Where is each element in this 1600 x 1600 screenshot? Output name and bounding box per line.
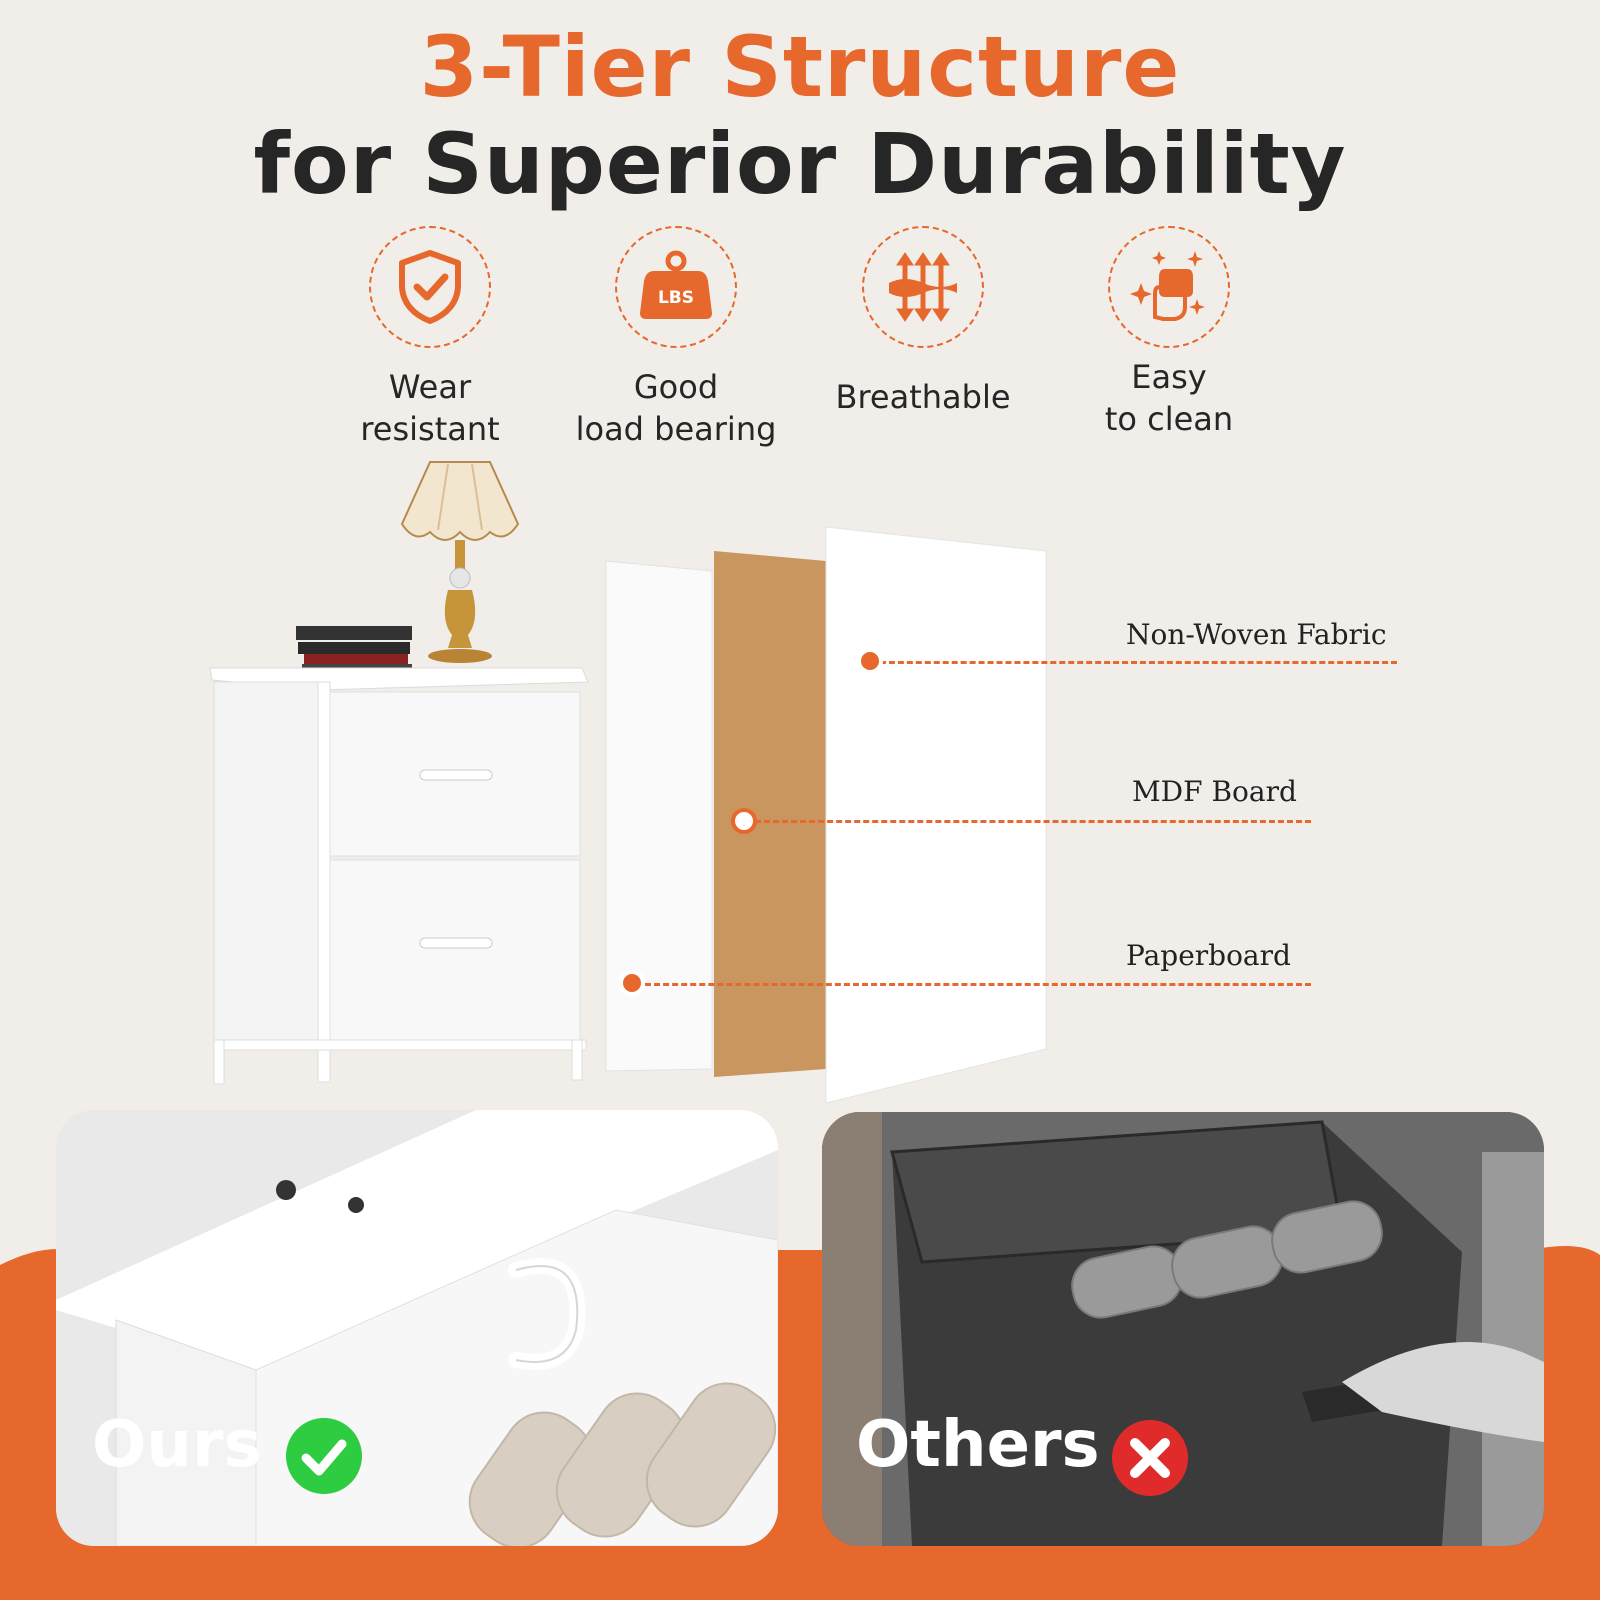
- shield-check-icon: [399, 250, 461, 324]
- ours-comparison-panel: Ours: [56, 1110, 778, 1546]
- nightstand-body: [209, 667, 589, 1085]
- feature-label: Wear resistant: [360, 368, 500, 448]
- title-line-1: 3-Tier Structure: [419, 18, 1181, 116]
- book-stack: [296, 626, 412, 672]
- feature-breathable: Breathable: [808, 226, 1038, 418]
- callout-dot-paperboard: [619, 970, 645, 996]
- feature-load-bearing: LBS Good load bearing: [561, 226, 791, 450]
- others-comparison-panel: Others: [822, 1112, 1544, 1546]
- callout-dot-fabric: [857, 648, 883, 674]
- layer-label-mdf-board: MDF Board: [1132, 775, 1297, 808]
- sparkle-hand-icon: [1130, 251, 1205, 321]
- others-label: Others: [856, 1408, 1100, 1482]
- icon-ring: [862, 226, 984, 348]
- icon-ring: [1108, 226, 1230, 348]
- callout-line-mdf: [755, 820, 1311, 823]
- ours-label: Ours: [92, 1408, 262, 1482]
- icon-ring: LBS: [615, 226, 737, 348]
- feature-easy-to-clean: Easy to clean: [1054, 226, 1284, 440]
- feature-wear-resistant: Wear resistant: [315, 226, 545, 450]
- layer-label-paperboard: Paperboard: [1126, 939, 1291, 972]
- ours-drawer-photo: [56, 1110, 778, 1546]
- feature-label: Good load bearing: [575, 368, 777, 448]
- non-woven-fabric-layer: [825, 526, 1047, 1104]
- layer-panels: [605, 526, 1047, 1104]
- airflow-arrows-icon: [889, 252, 957, 322]
- lbs-badge: LBS: [658, 288, 694, 308]
- feature-label: Breathable: [835, 378, 1011, 416]
- check-icon: [286, 1418, 362, 1494]
- feature-label: Easy to clean: [1104, 358, 1234, 438]
- mdf-board-layer: [714, 551, 826, 1077]
- icon-ring: [369, 226, 491, 348]
- paperboard-layer: [605, 560, 713, 1072]
- nightstand-illustration: [209, 461, 589, 1085]
- callout-line-fabric: [871, 661, 1397, 664]
- callout-dot-mdf: [731, 808, 757, 834]
- weight-lbs-icon: LBS: [640, 250, 712, 319]
- cross-icon: [1112, 1420, 1188, 1496]
- title-line-2: for Superior Durability: [253, 115, 1347, 213]
- layer-label-non-woven-fabric: Non-Woven Fabric: [1126, 618, 1387, 651]
- table-lamp: [400, 461, 520, 663]
- callout-line-paperboard: [645, 983, 1311, 986]
- others-fabric-bin-photo: [822, 1112, 1544, 1546]
